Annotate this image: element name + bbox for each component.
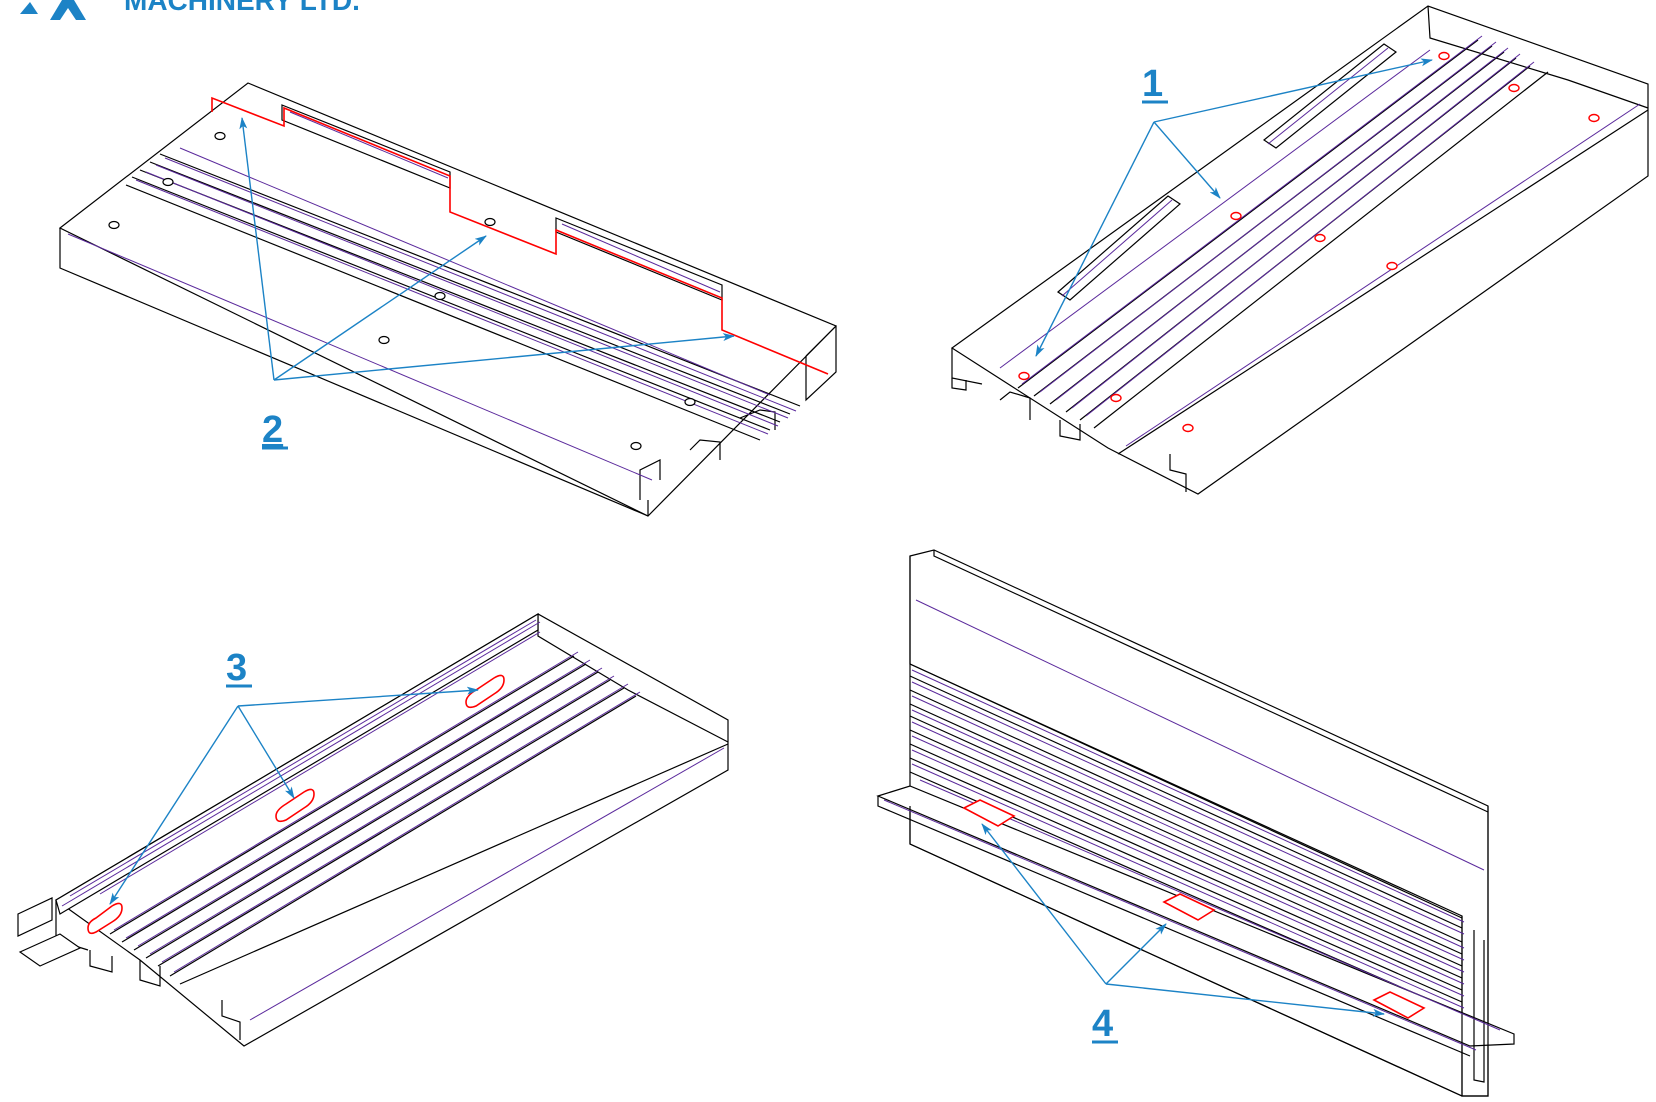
view-bottom-right-rect-cutouts [962, 799, 1426, 1019]
view-bottom-right-purple-lines [883, 599, 1501, 1051]
view-top-left-cut-edge [211, 96, 829, 375]
view-top-right-round-holes [1018, 51, 1600, 433]
callout-label-two: 2 [262, 409, 283, 451]
view-top-left-profile [58, 82, 838, 517]
brand-name: MACHINERY LTD. [124, 0, 360, 16]
view-top-left-holes [108, 131, 696, 451]
view-top-right-profile [950, 5, 1649, 495]
view-top-left-leaders [239, 117, 735, 381]
callout-label-four: 4 [1092, 1003, 1113, 1045]
view-top-right-leaders [1035, 58, 1433, 357]
callout-label-three: 3 [226, 647, 247, 689]
view-top-right-purple-lines [999, 35, 1641, 447]
view-bottom-right-profile [876, 549, 1515, 1097]
view-bottom-left-profile [17, 612, 729, 1047]
view-bottom-right-leaders [981, 823, 1385, 1017]
view-bottom-left-purple-lines [61, 619, 725, 1021]
callout-label-one: 1 [1142, 63, 1163, 105]
view-top-left-purple-lines [67, 111, 797, 481]
brand-logo-icon [20, 0, 86, 20]
view-bottom-left-slotted-holes [87, 674, 505, 935]
view-bottom-left-leaders [109, 686, 479, 905]
